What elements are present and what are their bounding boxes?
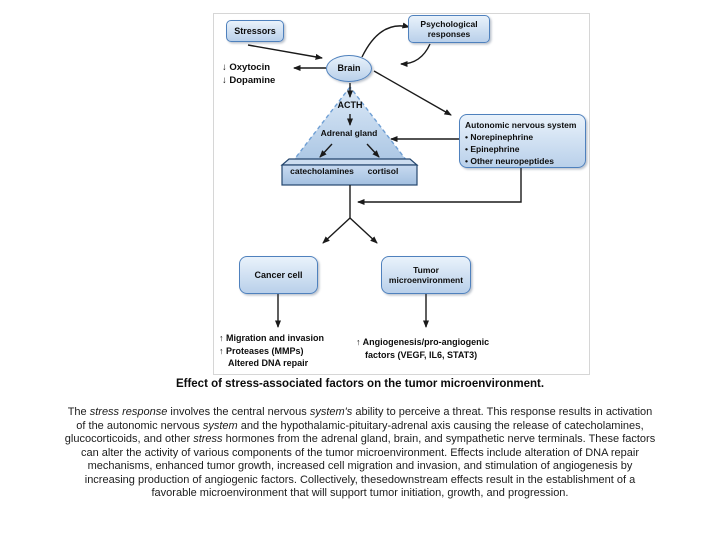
arrow-autonomic-to-junction xyxy=(357,168,522,205)
migration-outcome-list: ↑ Migration and invasion ↑ Proteases (MM… xyxy=(219,332,324,370)
description-paragraph: The stress response involves the central… xyxy=(30,406,690,501)
oxytocin-label: ↓ Oxytocin xyxy=(222,62,271,73)
diagram-shapes xyxy=(247,22,522,328)
psychological-responses-box: Psychological responses xyxy=(408,15,490,43)
brain-node: Brain xyxy=(326,55,372,82)
autonomic-nervous-system-box: Autonomic nervous system • Norepinephrin… xyxy=(459,114,586,168)
adrenal-gland-label: Adrenal gland xyxy=(320,128,378,138)
autonomic-item: • Norepinephrine xyxy=(465,132,534,142)
cancer-cell-box: Cancer cell xyxy=(239,256,318,294)
diagram-panel: Stressors Psychological responses Brain … xyxy=(213,13,590,375)
hormone-pedestal-top xyxy=(280,158,419,166)
outcome-line: ↑ Migration and invasion xyxy=(219,333,325,343)
arrow-junction-to-cancer xyxy=(322,217,351,244)
arrow-stressors-to-brain xyxy=(247,44,323,60)
dopamine-label: ↓ Dopamine xyxy=(222,75,276,86)
arrow-psychological-to-brain xyxy=(400,43,431,67)
neurotransmitter-labels: ↓ Oxytocin ↓ Dopamine xyxy=(222,61,275,87)
outcome-line: ↑ Angiogenesis/pro-angiogenic xyxy=(356,337,490,347)
autonomic-item: • Other neuropeptides xyxy=(465,156,554,166)
paragraph-line: of the autonomic nervous system and the … xyxy=(76,419,644,432)
outcome-line: Altered DNA repair xyxy=(228,358,309,368)
arrow-junction-to-tumor xyxy=(349,217,378,244)
arrow-brain-to-autonomic xyxy=(373,70,452,116)
paragraph-line: glucocorticoids, and other stress hormon… xyxy=(64,433,656,445)
stressors-box: Stressors xyxy=(226,20,284,42)
outcome-line: factors (VEGF, IL6, STAT3) xyxy=(365,349,478,360)
paragraph-line: can alter the activity of various compon… xyxy=(80,446,639,459)
paragraph-line: mechanisms, enhanced tumor growth, incre… xyxy=(87,460,633,472)
figure-caption: Effect of stress-associated factors on t… xyxy=(175,378,545,390)
acth-label: ACTH xyxy=(337,100,363,110)
catecholamines-label: catecholamines xyxy=(290,166,354,176)
angiogenesis-outcome-list: ↑ Angiogenesis/pro-angiogenic factors (V… xyxy=(356,336,489,361)
arrow-adrenal-to-catecholamines xyxy=(319,143,333,158)
outcome-line: ↑ Proteases (MMPs) xyxy=(219,345,304,356)
arrow-adrenal-to-cortisol xyxy=(366,143,380,158)
autonomic-item: • Epinephrine xyxy=(465,144,520,154)
autonomic-title: Autonomic nervous system xyxy=(465,120,577,130)
paragraph-line: favorable microenvironment that will sup… xyxy=(151,487,569,499)
paragraph-line: The stress response involves the central… xyxy=(67,406,653,418)
tumor-microenvironment-box: Tumor microenvironment xyxy=(381,256,471,294)
cortisol-label: cortisol xyxy=(367,166,399,176)
paragraph-line: increasing production of angiogenic fact… xyxy=(84,473,636,486)
hpa-axis-triangle xyxy=(288,85,412,166)
arrow-brain-to-psychological xyxy=(361,22,410,58)
